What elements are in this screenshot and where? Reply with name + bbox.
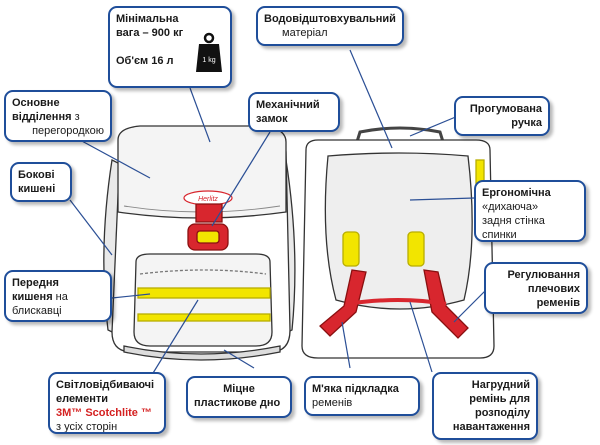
reflective-light: з усіх сторін (56, 421, 118, 433)
callout-waterproof: Водовідштовхувальний матеріал (256, 6, 404, 46)
ergonomic-light3: спинки (482, 229, 517, 241)
callout-lock: Механічний замок (248, 92, 340, 132)
leader-handle (409, 115, 459, 137)
weight-line1: Мінімальна (116, 13, 179, 25)
reflective-brand: 3M™ Scotchlite ™ (56, 407, 152, 419)
leader-chest-strap (409, 301, 433, 373)
lock-strap (195, 203, 223, 223)
handle-line2: ручка (511, 117, 542, 129)
weight-icon-label: 1 kg (202, 57, 215, 64)
front-pocket-line2: кишеня на (12, 291, 68, 303)
callout-straps-adjust: Регулювання плечових ременів (484, 262, 588, 314)
waterproof-bold: Водовідштовхувальний (264, 13, 396, 25)
lock-line2: замок (256, 113, 288, 125)
reflective-line2: елементи (56, 393, 108, 405)
padding-light: ременів (312, 397, 353, 409)
callout-main-compartment: Основне відділення з перегородкою (4, 90, 112, 142)
chest-strap-line4: навантаження (452, 421, 530, 433)
chest-strap-line1: Нагрудний (471, 379, 530, 391)
leader-weight (189, 87, 211, 143)
callout-reflective: Світловідбиваючі елементи 3M™ Scotchlite… (48, 372, 166, 434)
chest-strap-line3: розподілу (475, 407, 530, 419)
front-flap (117, 125, 287, 219)
front-pocket-line1: Передня (12, 277, 59, 289)
breathing-pad-left (342, 231, 360, 267)
callout-weight: Мінімальна вага – 900 кг Об'єм 16 л 1 kg (108, 6, 232, 88)
reflective-line1: Світловідбиваючі (56, 379, 155, 391)
ergonomic-bold: Ергономічна (482, 187, 551, 199)
ergonomic-back-panel (324, 152, 473, 310)
weight-line2: вага – 900 кг (116, 27, 184, 39)
callout-bottom: Міцне пластикове дно (186, 376, 292, 418)
leader-waterproof (349, 49, 393, 149)
waterproof-light: матеріал (282, 27, 328, 39)
callout-front-pocket: Передня кишеня на блискавці (4, 270, 112, 322)
callout-ergonomic: Ергономічна «дихаюча» задня стінка спинк… (474, 180, 586, 242)
leader-lock (211, 131, 271, 227)
side-pockets-line1: Бокові (18, 169, 55, 181)
front-pocket (133, 253, 273, 347)
main-compartment-line2: відділення з (12, 111, 80, 123)
leader-front-pocket (111, 293, 151, 299)
leader-lines (69, 49, 487, 379)
ergonomic-light1: «дихаюча» (482, 201, 539, 213)
callout-side-pockets: Бокові кишені (10, 162, 72, 202)
ergonomic-light2: задня стінка (482, 215, 545, 227)
reflective-strip-front (137, 287, 271, 299)
leader-straps-adjust (453, 289, 487, 323)
leader-bottom (223, 349, 255, 369)
carry-handle (354, 126, 446, 146)
leader-padding (341, 321, 351, 369)
front-pocket-zipper (139, 269, 267, 275)
handle-line1: Прогумована (469, 103, 542, 115)
callout-handle: Прогумована ручка (454, 96, 550, 136)
leader-main-compartment (79, 139, 151, 179)
lock-line1: Механічний (256, 99, 320, 111)
chest-strap-line2: ремінь для (469, 393, 530, 405)
breathing-pad-right (407, 231, 425, 267)
weight-volume: Об'єм 16 л (116, 55, 174, 67)
shoulder-strap-right (423, 269, 469, 339)
chest-strap (345, 298, 447, 306)
weight-icon: 1 kg (196, 32, 222, 72)
callout-chest-strap: Нагрудний ремінь для розподілу навантаже… (432, 372, 538, 440)
lock-buckle-window (196, 230, 220, 244)
straps-adjust-line1: Регулювання (507, 269, 580, 281)
leader-side-pockets (69, 199, 113, 256)
back-backpack (301, 126, 495, 359)
front-backpack: Herlitz (103, 125, 296, 361)
shoulder-strap-left (319, 269, 367, 337)
bottom-line1: Міцне (223, 383, 255, 395)
side-pockets-line2: кишені (18, 183, 56, 195)
main-compartment-line3: перегородкою (32, 125, 104, 137)
straps-adjust-line2: плечових (527, 283, 580, 295)
leader-ergonomic (409, 197, 475, 201)
reflective-strip-bottom (137, 313, 271, 322)
front-pocket-line3: блискавці (12, 305, 62, 317)
main-compartment-line1: Основне (12, 97, 60, 109)
padding-bold: М'яка підкладка (312, 383, 399, 395)
leader-reflective (149, 299, 199, 379)
callout-padding: М'яка підкладка ременів (304, 376, 420, 416)
brand-logo-text: Herlitz (198, 196, 218, 203)
bottom-line2: пластикове дно (194, 397, 281, 409)
straps-adjust-line3: ременів (536, 297, 580, 309)
